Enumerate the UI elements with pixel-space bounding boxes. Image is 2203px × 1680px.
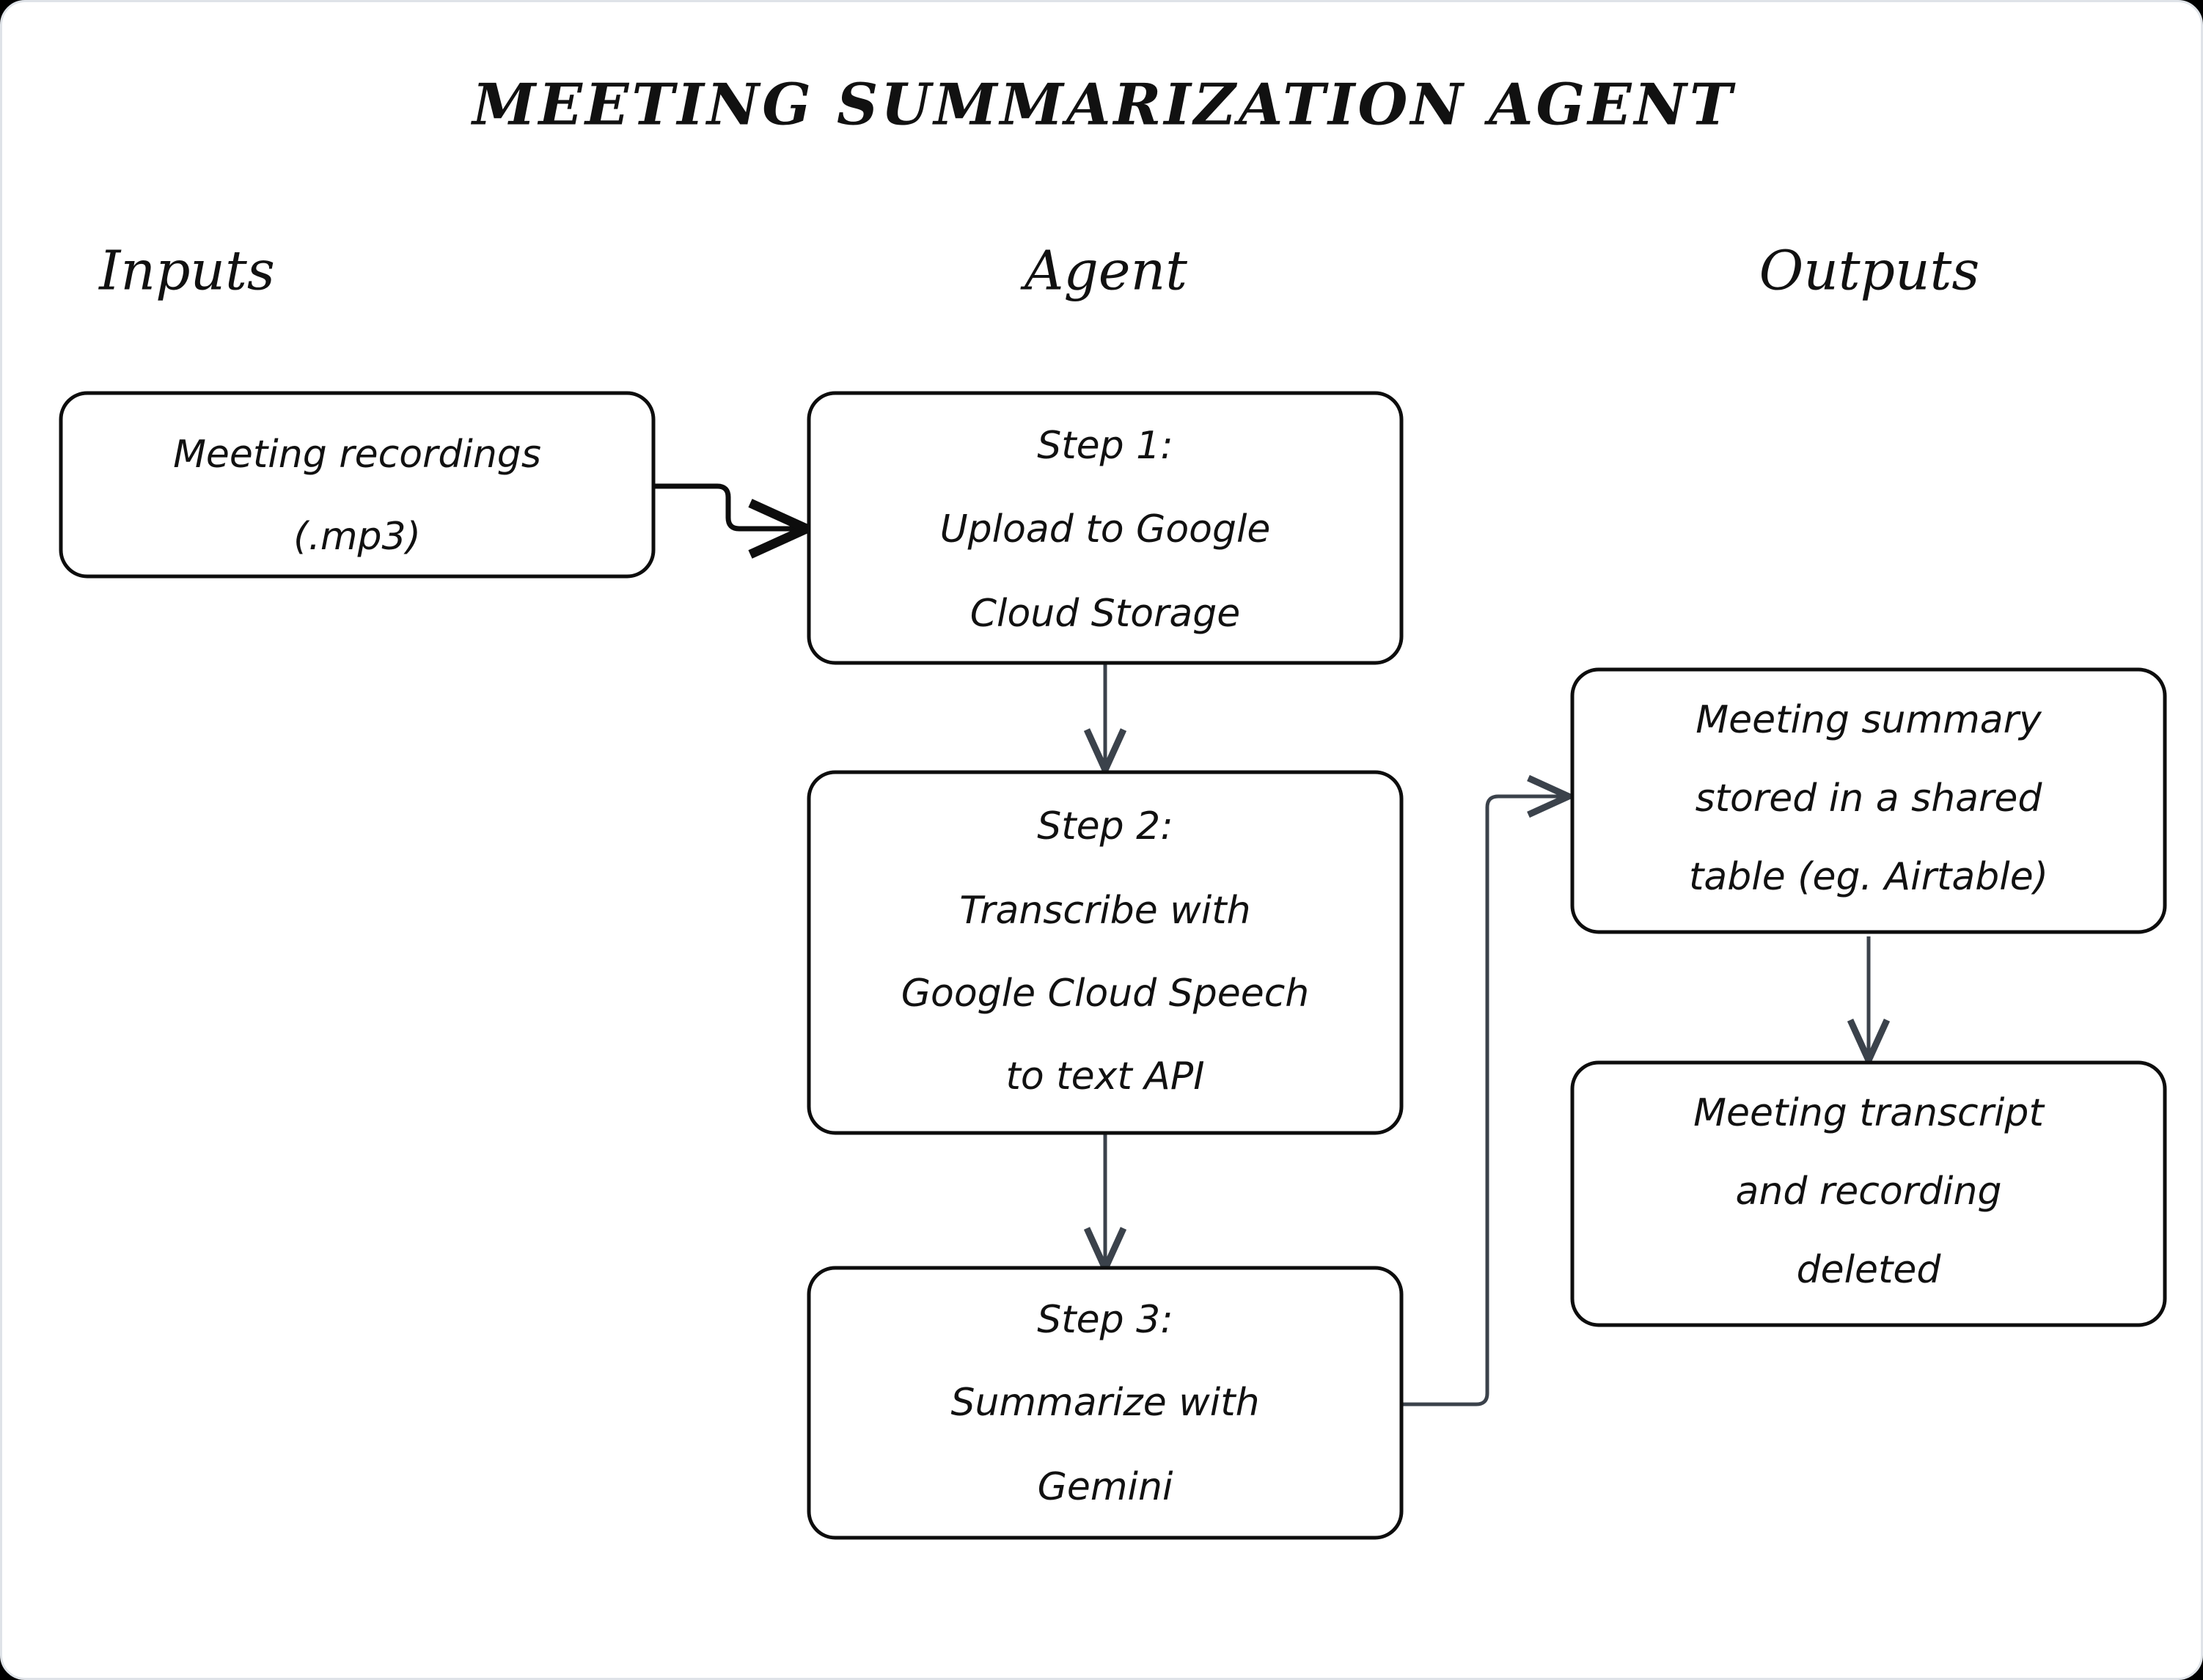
node-meeting-recordings-line-1: Meeting recordings [173,433,541,477]
node-step-3-box[interactable] [807,1266,1404,1540]
node-step-2-line-1: Step 2: [1037,804,1173,848]
node-meeting-summary[interactable]: Meeting summary stored in a shared table… [1570,667,2167,934]
node-meeting-recordings-box[interactable] [59,391,656,579]
node-step-3-line-3: Gemini [1038,1465,1173,1509]
column-heading-agent: Agent [1020,239,1187,302]
node-meeting-summary-line-2: stored in a shared [1696,777,2043,821]
node-transcript-deleted-line-1: Meeting transcript [1693,1091,2045,1135]
node-step-2-line-3: Google Cloud Speech [901,972,1310,1016]
node-step-1-line-1: Step 1: [1037,424,1173,468]
node-meeting-recordings-line-2: (.mp3) [293,515,421,559]
node-meeting-summary-box[interactable] [1570,667,2167,934]
edge-recordings-to-step1 [653,483,802,529]
node-step-2-line-2: Transcribe with [959,889,1250,933]
node-step-3-line-1: Step 3: [1037,1298,1173,1342]
node-step-3[interactable]: Step 3: Summarize with Gemini [807,1266,1404,1540]
node-step-1-box[interactable] [807,391,1404,665]
node-transcript-deleted-line-2: and recording [1736,1170,2002,1214]
node-step-2-box[interactable] [807,770,1404,1135]
node-step-1-line-3: Cloud Storage [970,592,1241,636]
node-meeting-summary-line-1: Meeting summary [1696,698,2042,742]
edge-step3-to-summary [1403,796,1565,1406]
node-step-1[interactable]: Step 1: Upload to Google Cloud Storage [807,391,1404,665]
node-step-3-line-2: Summarize with [950,1381,1259,1425]
node-transcript-deleted-box[interactable] [1570,1060,2167,1327]
diagram-title: MEETING SUMMARIZATION AGENT [470,72,1736,139]
node-meeting-recordings[interactable]: Meeting recordings (.mp3) [59,391,656,579]
column-heading-inputs: Inputs [98,239,275,302]
node-step-1-line-2: Upload to Google [940,507,1271,551]
node-transcript-deleted-line-3: deleted [1797,1248,1942,1292]
column-heading-outputs: Outputs [1759,239,1980,302]
node-step-2-line-4: to text API [1005,1054,1204,1098]
node-meeting-summary-line-3: table (eg. Airtable) [1689,855,2048,899]
node-step-2[interactable]: Step 2: Transcribe with Google Cloud Spe… [807,770,1404,1135]
node-transcript-deleted[interactable]: Meeting transcript and recording deleted [1570,1060,2167,1327]
